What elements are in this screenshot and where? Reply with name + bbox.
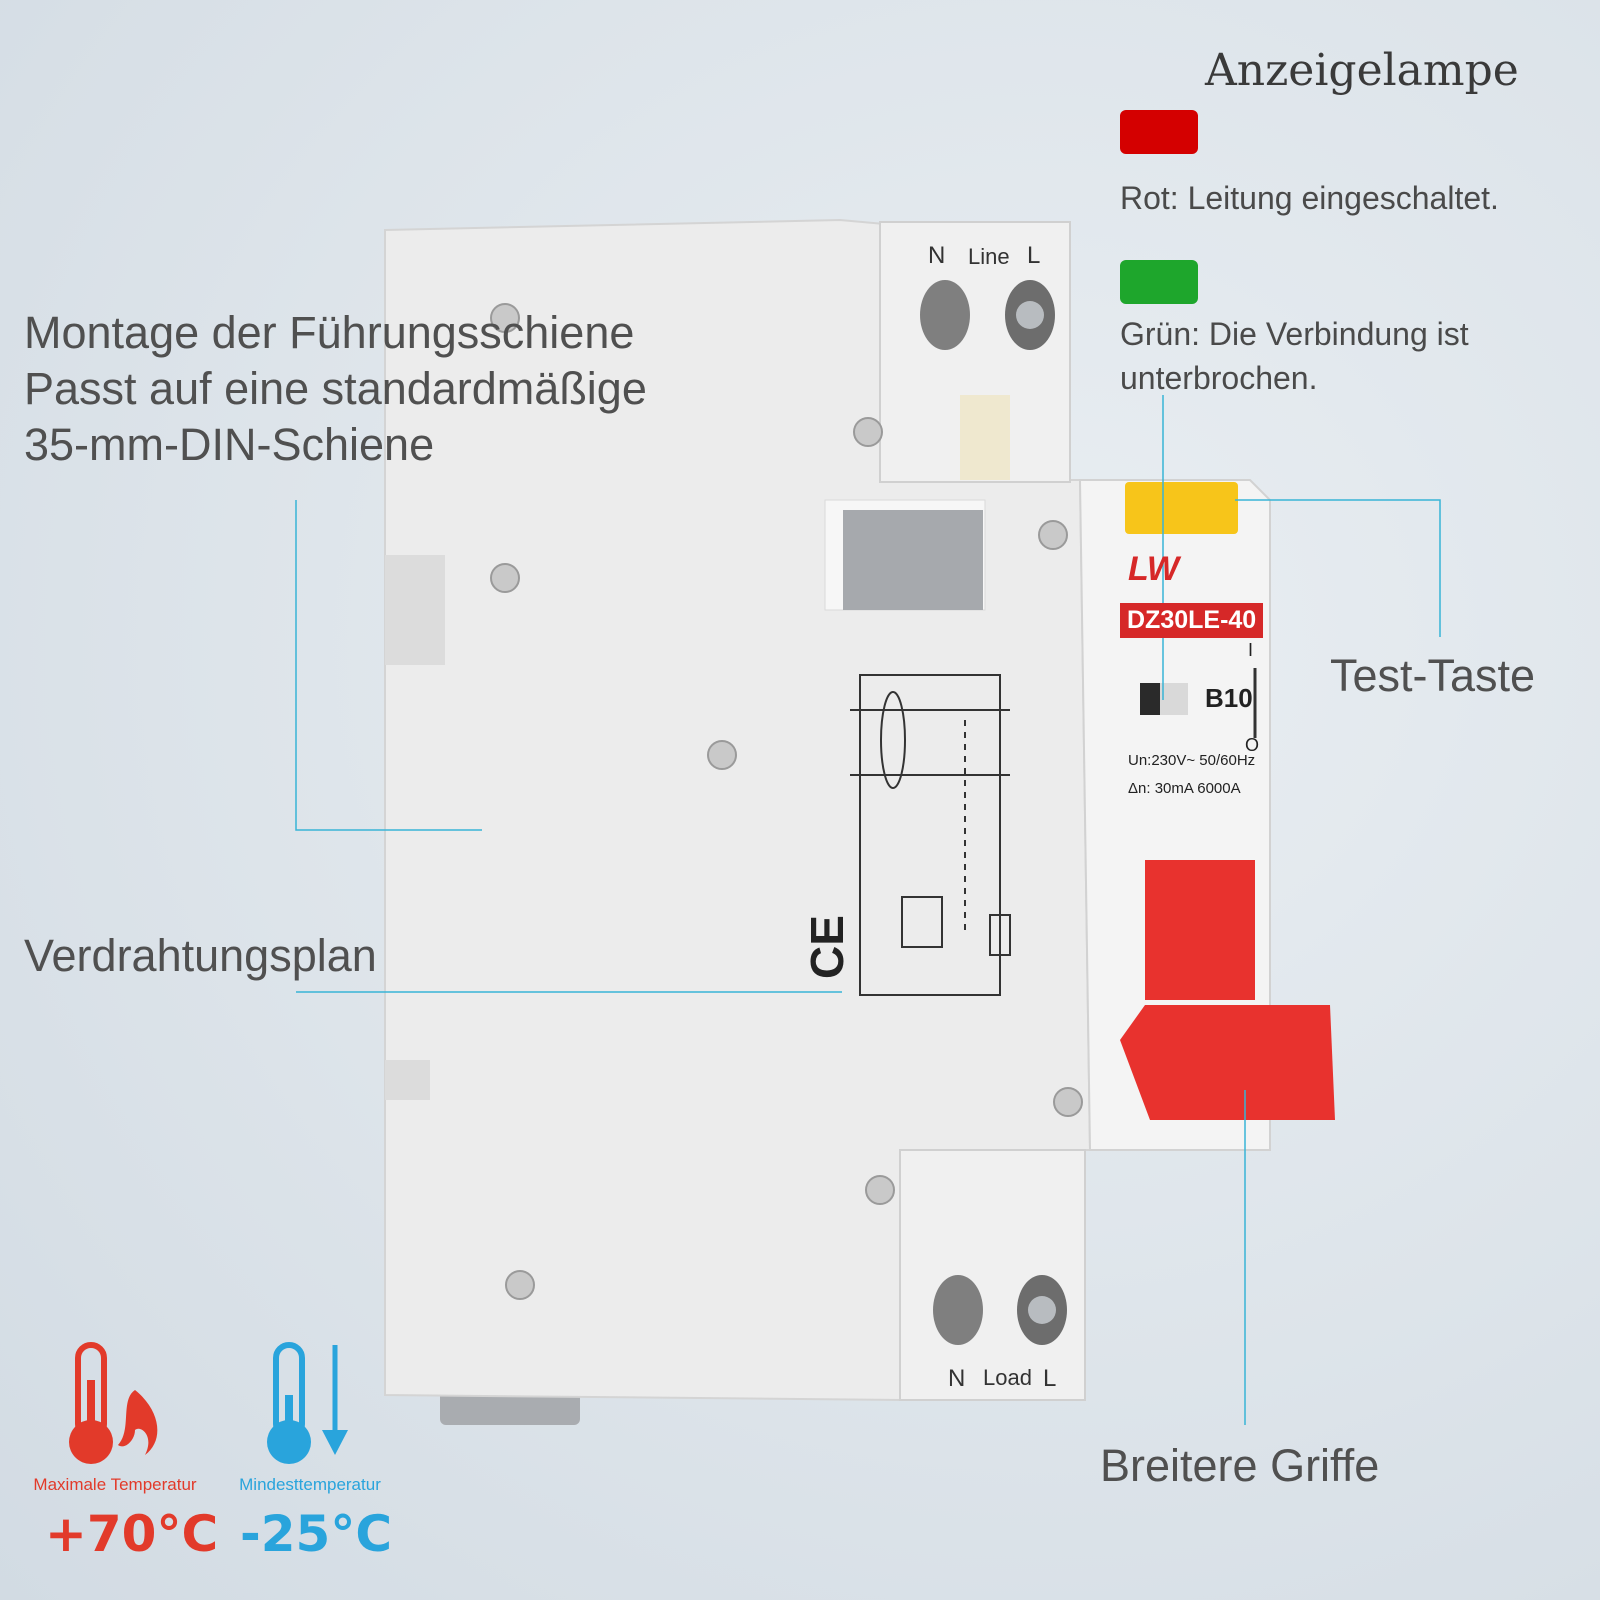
on-symbol: I: [1248, 640, 1254, 660]
red-swatch: [1120, 110, 1198, 154]
top-terminal-name: Line: [968, 244, 1010, 269]
leader-lines: [295, 395, 1441, 1425]
spec-line-1: Un:230V~ 50/60Hz: [1128, 752, 1256, 769]
rail-callout-line-2: Passt auf eine standardmäßige: [24, 363, 647, 414]
red-indicator-text: Rot: Leitung eingeschaltet.: [1120, 180, 1499, 216]
bottom-terminal-n: N: [948, 1365, 966, 1392]
model-label: DZ30LE-40: [1120, 603, 1264, 638]
min-temp-value: -25°C: [240, 1505, 393, 1563]
brand-logo: LW: [1128, 550, 1179, 588]
top-terminal-l: L: [1027, 242, 1041, 269]
max-temp-label: Maximale Temperatur: [33, 1475, 197, 1494]
indicator-title: Anzeigelampe: [1205, 45, 1519, 96]
test-button-callout: Test-Taste: [1330, 650, 1536, 701]
rating-label: B10: [1205, 683, 1253, 713]
thermometer-cold-icon: [267, 1342, 348, 1464]
label-window: [843, 510, 983, 610]
min-temp-label: Mindesttemperatur: [239, 1475, 381, 1494]
terminal-hole-n-bottom: [933, 1275, 983, 1345]
wiring-callout: Verdrahtungsplan: [24, 930, 377, 981]
rail-callout-line-1: Montage der Führungsschiene: [24, 307, 635, 358]
rail-callout-line-3: 35-mm-DIN-Schiene: [24, 419, 435, 470]
handle-upper: [1145, 860, 1255, 1000]
off-symbol: O: [1245, 735, 1260, 755]
spec-line-2: Δn: 30mA 6000A: [1128, 780, 1241, 797]
max-temp-value: +70°C: [45, 1505, 219, 1563]
body-notch: [385, 555, 445, 665]
bottom-terminal-name: Load: [983, 1365, 1032, 1390]
handle-callout: Breitere Griffe: [1100, 1440, 1380, 1491]
bottom-terminal-l: L: [1043, 1365, 1057, 1392]
screws: [490, 303, 1083, 1300]
thermometer-hot-icon: [69, 1342, 158, 1464]
ce-mark: CE: [800, 915, 853, 979]
terminal-hole-n: [920, 280, 970, 350]
handle-lever: [1120, 1005, 1335, 1120]
rail-mount-callout: Montage der Führungsschiene Passt auf ei…: [24, 305, 647, 473]
green-swatch: [1120, 260, 1198, 304]
wiring-diagram: [850, 674, 1011, 996]
test-button: [1125, 482, 1238, 534]
green-indicator-text: Grün: Die Verbindung ist unterbrochen.: [1120, 316, 1469, 396]
bottom-terminal-block: [899, 1149, 1086, 1401]
top-terminal-n: N: [928, 242, 946, 269]
